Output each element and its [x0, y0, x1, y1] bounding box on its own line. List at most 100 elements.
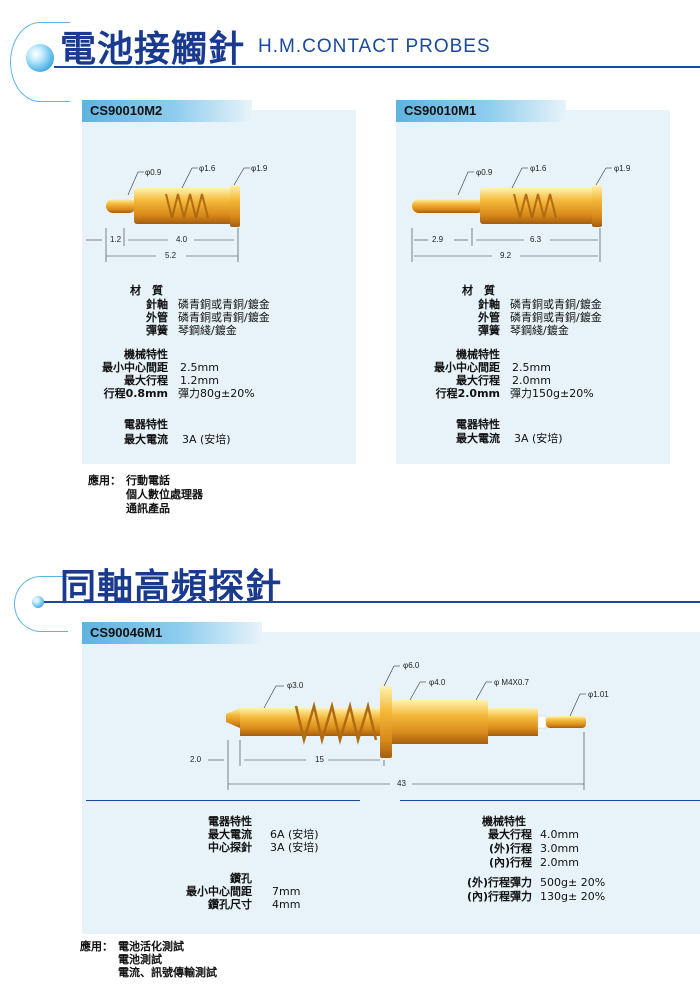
coax-elec-value-0: 6A (安培) [270, 828, 319, 841]
coax-elec-value-1: 3A (安培) [270, 841, 319, 854]
section2-sphere-icon [32, 596, 44, 608]
mech-label-m2-0: 最小中心間距 [102, 361, 168, 374]
elec-label-m2-0: 最大電流 [124, 433, 168, 446]
section2-arc-decoration [14, 576, 68, 632]
section2-rule [44, 601, 700, 603]
material-label-m1-1: 外管 [478, 311, 500, 324]
elec-value-m2-0: 3A (安培) [182, 433, 231, 446]
dim-l2-m2: 4.0 [176, 235, 188, 244]
coax-mech-value-1: 3.0mm [540, 842, 579, 855]
section1-sphere-icon [26, 44, 54, 72]
dim-l43-coax: 43 [397, 779, 406, 788]
coax-elec-label-1: 中心探針 [208, 841, 252, 854]
app1-item-2: 通訊產品 [126, 502, 170, 515]
app2-item-1: 電池測試 [118, 953, 162, 966]
coax-mech-value-0: 4.0mm [540, 828, 579, 841]
materials-title-m1: 材 質 [462, 284, 495, 297]
materials-title-m2: 材 質 [130, 284, 163, 297]
mech-value-m1-1: 2.0mm [512, 374, 551, 387]
coax-mech-label-1: (外)行程 [488, 842, 532, 855]
app1-item-1: 個人數位處理器 [126, 488, 203, 501]
model-label-cs90010m2: CS90010M2 [82, 100, 252, 122]
dim-l1-m2: 1.2 [110, 235, 122, 244]
dim-l3-m1: 9.2 [500, 251, 512, 260]
dim-m4-coax: φ M4X0.7 [494, 678, 529, 687]
model-label-cs90010m1: CS90010M1 [396, 100, 566, 122]
mech-label-m2-1: 最大行程 [124, 374, 168, 387]
mech-label-m1-2: 行程2.0mm [435, 387, 500, 400]
app2-item-2: 電流、訊號傳輸測試 [118, 966, 217, 979]
mech-label-m2-2: 行程0.8mm [103, 387, 168, 400]
coax-hole-value-0: 7mm [272, 885, 301, 898]
mech-value-m2-0: 2.5mm [180, 361, 219, 374]
coax-mech-title: 機械特性 [482, 815, 526, 828]
elec-title-m2: 電器特性 [124, 418, 168, 431]
coax-hole-value-1: 4mm [272, 898, 301, 911]
coax-mech-label-0: 最大行程 [488, 828, 532, 841]
dim-d2-m1: φ1.6 [530, 164, 547, 173]
panel-cs90010m1 [396, 110, 670, 464]
section1-rule [54, 66, 700, 68]
mech-value-m2-2: 彈力80g±20% [178, 387, 255, 400]
material-value-m1-0: 磷青銅或青銅/鍍金 [510, 298, 602, 311]
material-value-m1-2: 琴鋼綫/鍍金 [510, 324, 569, 337]
app1-label: 應用： [88, 474, 121, 487]
material-label-m1-0: 針軸 [478, 298, 500, 311]
coax-force-value-1: 130g± 20% [540, 890, 606, 903]
coax-force-label-0: (外)行程彈力 [466, 876, 532, 889]
elec-label-m1-0: 最大電流 [456, 432, 500, 445]
probe-drawing-cs90010m2 [86, 167, 250, 262]
mech-value-m1-2: 彈力150g±20% [510, 387, 594, 400]
probe-drawing-cs90046m1 [208, 665, 586, 790]
probe-drawing-cs90010m1 [411, 167, 612, 262]
material-label-m2-1: 外管 [146, 311, 168, 324]
coax-separator-right [400, 800, 700, 801]
material-value-m2-2: 琴鋼綫/鍍金 [178, 324, 237, 337]
mech-title-m1: 機械特性 [456, 348, 500, 361]
elec-value-m1-0: 3A (安培) [514, 432, 563, 445]
dim-l15-coax: 15 [315, 755, 324, 764]
section1-title: 電池接觸針 [60, 29, 246, 70]
dim-l1-m1: 2.9 [432, 235, 444, 244]
app2-item-0: 電池活化測試 [118, 940, 184, 953]
coax-force-label-1: (內)行程彈力 [466, 890, 532, 903]
coax-separator-left [86, 800, 360, 801]
dim-d1-m2: φ0.9 [145, 168, 162, 177]
material-value-m2-1: 磷青銅或青銅/鍍金 [178, 311, 270, 324]
dim-d101-coax: φ1.01 [588, 690, 609, 699]
section1-subtitle: H.M.CONTACT PROBES [258, 36, 491, 57]
coax-mech-value-2: 2.0mm [540, 856, 579, 869]
mech-title-m2: 機械特性 [124, 348, 168, 361]
panel-cs90046m1 [82, 632, 700, 934]
dim-d3-m2: φ1.9 [251, 164, 268, 173]
coax-elec-title: 電器特性 [208, 815, 252, 828]
coax-hole-label-0: 最小中心間距 [186, 885, 252, 898]
mech-label-m1-1: 最大行程 [456, 374, 500, 387]
dim-d30-coax: φ3.0 [287, 681, 304, 690]
dim-l2-m1: 6.3 [530, 235, 542, 244]
material-label-m2-0: 針軸 [146, 298, 168, 311]
mech-label-m1-0: 最小中心間距 [434, 361, 500, 374]
model-label-cs90046m1: CS90046M1 [82, 622, 262, 644]
coax-hole-title: 鑽孔 [230, 872, 252, 885]
material-value-m2-0: 磷青銅或青銅/鍍金 [178, 298, 270, 311]
coax-force-value-0: 500g± 20% [540, 876, 606, 889]
elec-title-m1: 電器特性 [456, 418, 500, 431]
app1-item-0: 行動電話 [126, 474, 170, 487]
dim-l20-coax: 2.0 [190, 755, 202, 764]
dim-d2-m2: φ1.6 [199, 164, 216, 173]
material-label-m1-2: 彈簧 [478, 324, 500, 337]
mech-value-m1-0: 2.5mm [512, 361, 551, 374]
panel-cs90010m2 [82, 110, 356, 464]
dim-d3-m1: φ1.9 [614, 164, 631, 173]
coax-hole-label-1: 鑽孔尺寸 [208, 898, 252, 911]
dim-l3-m2: 5.2 [165, 251, 177, 260]
material-value-m1-1: 磷青銅或青銅/鍍金 [510, 311, 602, 324]
mech-value-m2-1: 1.2mm [180, 374, 219, 387]
coax-mech-label-2: (內)行程 [488, 856, 532, 869]
app2-label: 應用： [80, 940, 113, 953]
coax-elec-label-0: 最大電流 [208, 828, 252, 841]
dim-d40-coax: φ4.0 [429, 678, 446, 687]
material-label-m2-2: 彈簧 [146, 324, 168, 337]
dim-d60-coax: φ6.0 [403, 661, 420, 670]
